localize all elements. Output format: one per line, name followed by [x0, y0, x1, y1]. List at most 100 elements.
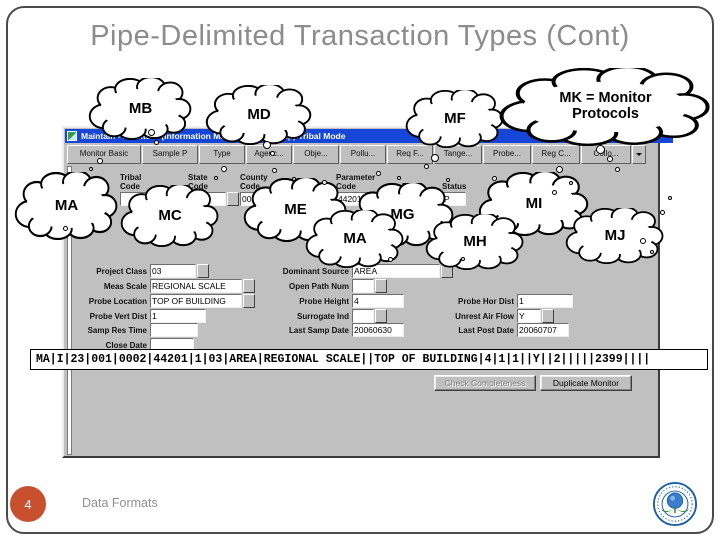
- thought-bubble: [431, 154, 439, 162]
- cloud-mk: MK = Monitor Protocols: [498, 68, 713, 146]
- lov-button[interactable]: [542, 309, 554, 323]
- meas-scale-input[interactable]: REGIONAL SCALE: [150, 279, 242, 293]
- lov-button[interactable]: [375, 279, 387, 293]
- thought-bubble: [148, 129, 155, 136]
- field-label: Open Path Num: [288, 281, 349, 291]
- thought-bubble: [388, 257, 393, 262]
- field-project-class: Project Class 03: [67, 264, 209, 278]
- thought-bubble: [263, 141, 271, 149]
- thought-bubble: [97, 158, 103, 164]
- thought-bubble: [446, 178, 450, 182]
- thought-bubble: [556, 166, 563, 173]
- thought-bubble: [461, 257, 465, 261]
- footer-text: Data Formats: [82, 496, 158, 510]
- tab-bar: Monitor Basic Sample P Type Agenc... Obj…: [67, 145, 646, 164]
- field-label: Probe Hor Dist: [457, 296, 514, 306]
- open-path-num-input[interactable]: [352, 279, 374, 293]
- thought-bubble: [569, 181, 573, 185]
- probe-hor-dist-input[interactable]: 1: [517, 294, 573, 308]
- field-label: Samp Res Time: [87, 325, 147, 335]
- last-post-date-input[interactable]: 20060707: [517, 323, 569, 337]
- thought-bubble: [552, 190, 557, 195]
- samp-res-time-input[interactable]: [150, 323, 198, 337]
- tab-sample-periods[interactable]: Sample P: [142, 145, 198, 164]
- cloud-mi: MI: [478, 172, 590, 236]
- thought-bubble: [660, 210, 665, 215]
- field-label: Parameter Code: [336, 173, 376, 191]
- tab-pollutant[interactable]: Pollu...: [340, 145, 386, 164]
- thought-bubble: [270, 151, 275, 156]
- tab-collocation[interactable]: Collo...: [581, 145, 631, 164]
- thought-bubble: [607, 156, 613, 162]
- page-number-badge: 4: [10, 486, 46, 522]
- cloud-label: MA: [343, 229, 367, 247]
- field-label: Close Date: [105, 340, 147, 350]
- cloud-label: MK = Monitor: [559, 90, 652, 107]
- lov-button[interactable]: [243, 279, 255, 293]
- last-samp-date-input[interactable]: 20060630: [352, 323, 404, 337]
- field-meas-scale: Meas Scale REGIONAL SCALE: [67, 279, 255, 293]
- unrest-air-flow-input[interactable]: Y: [517, 309, 541, 323]
- field-label: County Code: [240, 173, 268, 191]
- tab-overflow-arrow-icon[interactable]: [632, 145, 646, 164]
- probe-height-input[interactable]: 4: [352, 294, 404, 308]
- cloud-label: MC: [158, 206, 182, 224]
- check-completeness-button[interactable]: Check Completeness: [434, 375, 536, 391]
- page-title: Pipe-Delimited Transaction Types (Cont): [90, 20, 630, 52]
- app-icon: [67, 131, 77, 141]
- field-label: Status: [442, 182, 467, 191]
- thought-bubble: [89, 167, 93, 171]
- tab-probe[interactable]: Probe...: [483, 145, 531, 164]
- cloud-mc: MC: [120, 185, 220, 247]
- cloud-mj: MJ: [565, 208, 665, 264]
- thought-bubble: [214, 176, 218, 180]
- field-probe-location: Probe Location TOP OF BUILDING: [67, 294, 255, 308]
- epa-logo: [652, 481, 698, 527]
- thought-bubble: [668, 196, 672, 200]
- left-scroll-strip[interactable]: [67, 166, 72, 455]
- lov-button[interactable]: [197, 264, 209, 278]
- surrogate-ind-input[interactable]: [352, 309, 374, 323]
- cloud-label: MG: [390, 205, 415, 223]
- tab-objectives[interactable]: Obje...: [293, 145, 339, 164]
- field-label: Probe Height: [299, 296, 349, 306]
- app-window: Maintain - Monitors (Information Managem…: [62, 126, 673, 458]
- field-last-samp-date: Last Samp Date 20060630: [271, 323, 404, 337]
- lov-button[interactable]: [375, 309, 387, 323]
- cloud-label: MF: [444, 109, 466, 127]
- cloud-label: MH: [463, 232, 487, 250]
- cloud-label: MB: [128, 99, 153, 117]
- status-input[interactable]: P: [442, 192, 466, 206]
- thought-bubble: [492, 176, 497, 181]
- tab-type[interactable]: Type: [199, 145, 245, 164]
- thought-bubble: [376, 171, 381, 176]
- field-label: Last Post Date: [458, 325, 514, 335]
- probe-vert-dist-input[interactable]: 1: [150, 309, 206, 323]
- cloud-mg: MG: [350, 183, 455, 247]
- field-last-post-date: Last Post Date 20060707: [442, 323, 569, 337]
- thought-bubble: [650, 250, 654, 254]
- tab-reg-compliance[interactable]: Reg C...: [532, 145, 580, 164]
- field-probe-height: Probe Height 4: [271, 294, 404, 308]
- thought-bubble: [640, 238, 646, 244]
- dominant-source-input[interactable]: AREA: [352, 264, 440, 278]
- thought-bubble: [292, 177, 296, 181]
- field-open-path-num: Open Path Num: [271, 279, 387, 293]
- tab-monitor-basic[interactable]: Monitor Basic: [67, 145, 141, 164]
- field-label: Tribal Code: [120, 173, 142, 191]
- duplicate-monitor-button[interactable]: Duplicate Monitor: [540, 375, 632, 391]
- thought-bubble: [221, 166, 227, 172]
- probe-location-input[interactable]: TOP OF BUILDING: [150, 294, 242, 308]
- field-label: Meas Scale: [103, 281, 147, 291]
- thought-bubble: [63, 226, 68, 231]
- cloud-label: ME: [284, 200, 307, 218]
- thought-bubble: [596, 145, 605, 154]
- field-label: Surrogate Ind: [296, 311, 349, 321]
- cloud-label: MJ: [604, 226, 626, 244]
- lov-button[interactable]: [243, 294, 255, 308]
- thought-bubble: [154, 140, 159, 145]
- cloud-label: MI: [525, 194, 543, 212]
- project-class-input[interactable]: 03: [150, 264, 196, 278]
- lov-button[interactable]: [227, 192, 239, 206]
